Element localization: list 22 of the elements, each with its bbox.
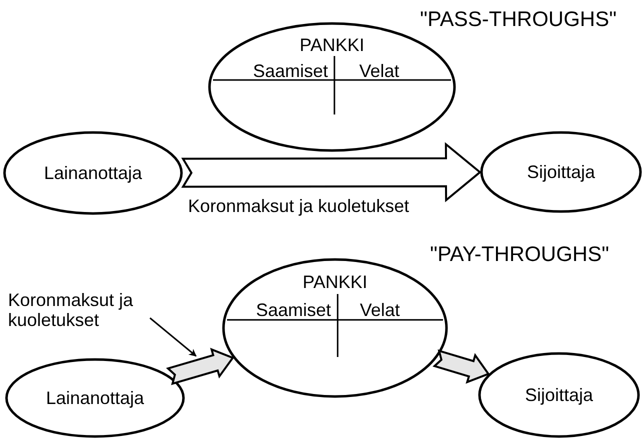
- column-heading: Saamiset: [252, 61, 328, 81]
- section-heading: "PAY-THROUGHS": [430, 243, 610, 267]
- party-ellipse: [3, 131, 183, 215]
- node-label: Lainanottaja: [44, 388, 146, 408]
- node-label: Sijoittaja: [526, 162, 596, 182]
- node-label: Sijoittaja: [524, 385, 594, 405]
- block-arrow: [181, 142, 482, 202]
- column-heading: Saamiset: [256, 300, 331, 320]
- node-label: Lainanottaja: [42, 163, 144, 183]
- column-heading: Velat: [360, 300, 400, 320]
- leader-line: [150, 317, 197, 357]
- party-ellipse: [480, 131, 642, 213]
- column-heading: Velat: [359, 61, 400, 81]
- bank-title: PANKKI: [298, 35, 366, 55]
- block-arrow: [432, 349, 490, 384]
- bank-title: PANKKI: [302, 272, 368, 292]
- edge-label: Koronmaksut ja kuoletukset: [186, 196, 412, 216]
- block-arrow: [166, 348, 234, 386]
- party-ellipse: [5, 358, 185, 438]
- party-ellipse: [478, 352, 640, 438]
- callout-text: Koronmaksut ja kuoletukset: [8, 290, 134, 330]
- section-heading: "PASS-THROUGHS": [420, 8, 617, 32]
